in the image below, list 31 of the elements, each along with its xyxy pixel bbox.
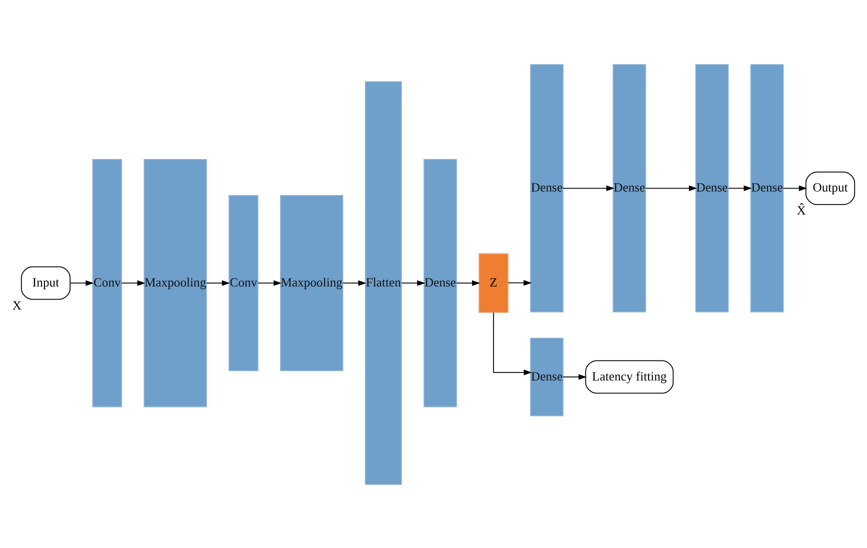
node-box: Dense — [530, 64, 564, 312]
node-box: Flatten — [364, 80, 402, 484]
node-box: Latency fitting — [585, 360, 674, 394]
arrow — [562, 374, 587, 380]
node-box: Dense — [750, 64, 784, 312]
arrow — [456, 280, 480, 286]
arrow — [342, 280, 366, 286]
node-label: X̂ — [796, 203, 806, 218]
arrow — [257, 280, 282, 286]
node-label: X — [12, 298, 22, 312]
node-box: Z — [478, 252, 508, 312]
arrow — [70, 280, 94, 286]
node-box: Maxpooling — [144, 158, 207, 407]
arrow — [493, 312, 532, 375]
node-box: Input — [20, 266, 71, 300]
arrow — [562, 184, 614, 191]
node-box: Dense — [695, 64, 729, 312]
arrow — [121, 280, 146, 286]
node-box: Dense — [530, 337, 564, 416]
arrow — [645, 184, 698, 191]
arrow — [782, 184, 808, 191]
arrow — [401, 280, 426, 286]
node-box: Dense — [612, 64, 646, 312]
arrow — [206, 280, 230, 286]
node-box: Maxpooling — [280, 194, 344, 371]
node-box: Output — [805, 171, 856, 204]
arrow — [728, 184, 752, 191]
node-box: Dense — [424, 158, 457, 407]
arrow — [508, 280, 532, 286]
node-box: Conv — [228, 194, 258, 371]
node-box: Conv — [92, 158, 122, 407]
